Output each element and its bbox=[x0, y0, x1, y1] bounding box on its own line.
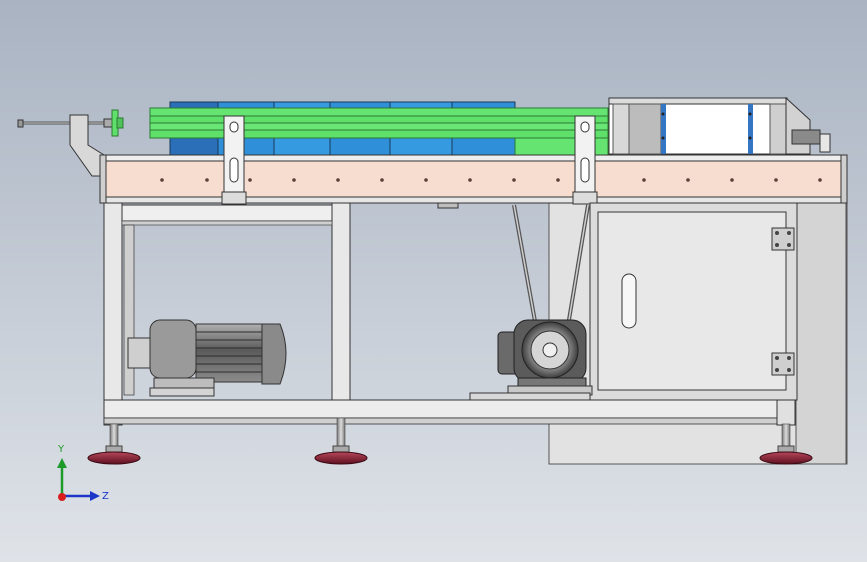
rail-bolt-hole bbox=[424, 178, 428, 182]
rail-bolt-hole bbox=[730, 178, 734, 182]
right-clamp bbox=[572, 115, 598, 205]
leveling-foot-middle bbox=[314, 417, 368, 465]
feeder-box bbox=[608, 96, 831, 155]
right-motor bbox=[469, 319, 593, 401]
drive-belt bbox=[512, 204, 590, 339]
y-axis-label: Y bbox=[57, 444, 65, 455]
rail-bolt-hole bbox=[336, 178, 340, 182]
rail-bolt-hole bbox=[205, 178, 209, 182]
left-motor bbox=[127, 319, 287, 397]
rail-bolt-hole bbox=[774, 178, 778, 182]
z-axis-arrowhead bbox=[90, 491, 100, 501]
y-axis-arrowhead bbox=[57, 458, 67, 468]
cabinet-side-panel bbox=[795, 202, 847, 465]
rail-bolt-hole bbox=[160, 178, 164, 182]
left-clamp bbox=[221, 115, 247, 205]
leveling-foot-left bbox=[87, 423, 141, 465]
origin-point bbox=[58, 493, 66, 501]
lower-frame bbox=[103, 202, 796, 426]
rail-bolt-hole bbox=[512, 178, 516, 182]
rail-bolt-hole bbox=[468, 178, 472, 182]
rail-bolt-holes bbox=[160, 178, 822, 182]
coordinate-triad[interactable]: Y Z bbox=[57, 444, 109, 502]
rail-bolt-hole bbox=[686, 178, 690, 182]
main-rail bbox=[99, 154, 848, 204]
leveling-foot-right bbox=[759, 423, 813, 465]
rail-bolt-hole bbox=[642, 178, 646, 182]
cabinet-door bbox=[589, 202, 798, 401]
rail-bolt-hole bbox=[292, 178, 296, 182]
rail-bolt-hole bbox=[556, 178, 560, 182]
rail-bolt-hole bbox=[818, 178, 822, 182]
z-axis-label: Z bbox=[102, 491, 109, 502]
rail-bolt-hole bbox=[380, 178, 384, 182]
rail-bolt-hole bbox=[248, 178, 252, 182]
